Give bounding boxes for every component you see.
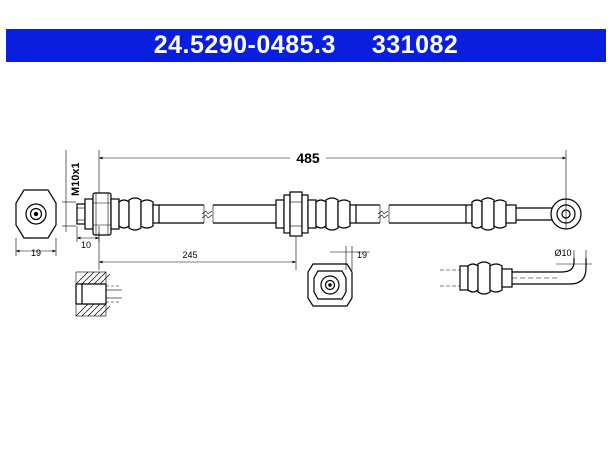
- bracket-end-view: 19: [307, 246, 370, 307]
- article-number: 331082: [371, 31, 459, 59]
- left-hex-end-view: 19: [15, 189, 57, 258]
- banjo-diameter-label: Ø10: [554, 248, 571, 258]
- hose-right-segment: [356, 204, 466, 224]
- thread-label: M10x1: [70, 162, 82, 196]
- thread-dimension: M10x1: [62, 150, 82, 232]
- overall-length-label: 485: [296, 150, 320, 166]
- bracket-width-label: 19: [357, 250, 367, 260]
- overall-length-dimension: 485: [98, 148, 567, 205]
- right-detail-view: Ø10: [440, 248, 592, 295]
- fitting-length-label: 10: [81, 240, 91, 250]
- section-detail: [75, 271, 122, 317]
- title-bar: 24.5290-0485.3 331082: [6, 29, 606, 62]
- hose-left-segment: [159, 204, 276, 224]
- bracket-fitting: [275, 191, 357, 237]
- right-fitting: [465, 197, 582, 231]
- bracket-position-label: 245: [182, 250, 197, 260]
- bracket-position-dimension: 245: [98, 232, 297, 270]
- left-fitting: [76, 192, 160, 236]
- part-number: 24.5290-0485.3: [153, 31, 336, 59]
- hex-width-left-label: 19: [31, 248, 41, 258]
